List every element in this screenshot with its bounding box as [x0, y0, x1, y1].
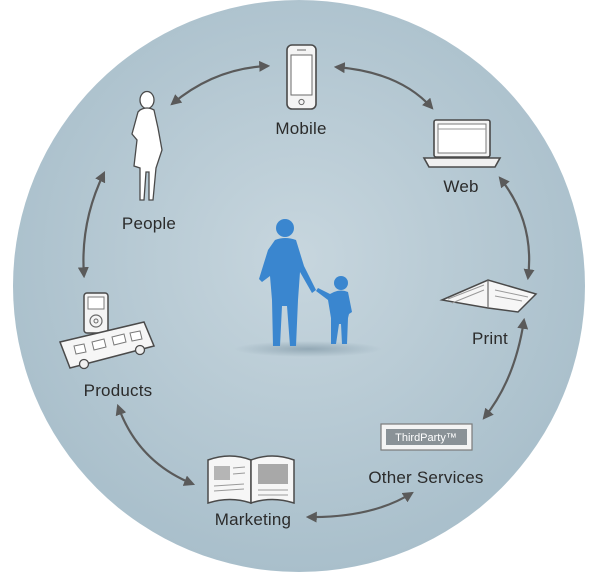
third-party-badge-text: ThirdParty™	[395, 432, 457, 444]
parent-and-child-icon	[234, 219, 382, 357]
node-label-web: Web	[443, 177, 478, 196]
open-magazine-icon	[207, 455, 295, 505]
node-label-other-services: Other Services	[368, 468, 483, 487]
arrow-mobile-web	[333, 62, 434, 110]
connection-arrows	[77, 60, 535, 523]
arrow-web-print	[498, 176, 535, 281]
smartphone-icon	[286, 44, 317, 110]
folded-brochure-icon	[439, 279, 538, 313]
arrow-otherservices-marketing	[305, 491, 414, 523]
arrow-print-otherservices	[482, 317, 529, 420]
node-label-print: Print	[472, 329, 508, 348]
arrow-products-people	[77, 171, 106, 279]
ipod-and-bus-icon	[58, 292, 156, 370]
node-label-people: People	[122, 214, 176, 233]
arrow-people-mobile	[170, 60, 271, 106]
node-label-products: Products	[84, 381, 153, 400]
woman-silhouette-icon	[131, 90, 163, 201]
third-party-badge-icon: ThirdParty™	[380, 423, 473, 451]
node-label-mobile: Mobile	[275, 119, 326, 138]
arrow-marketing-products	[115, 403, 196, 486]
laptop-icon	[422, 119, 502, 168]
node-label-marketing: Marketing	[215, 510, 291, 529]
